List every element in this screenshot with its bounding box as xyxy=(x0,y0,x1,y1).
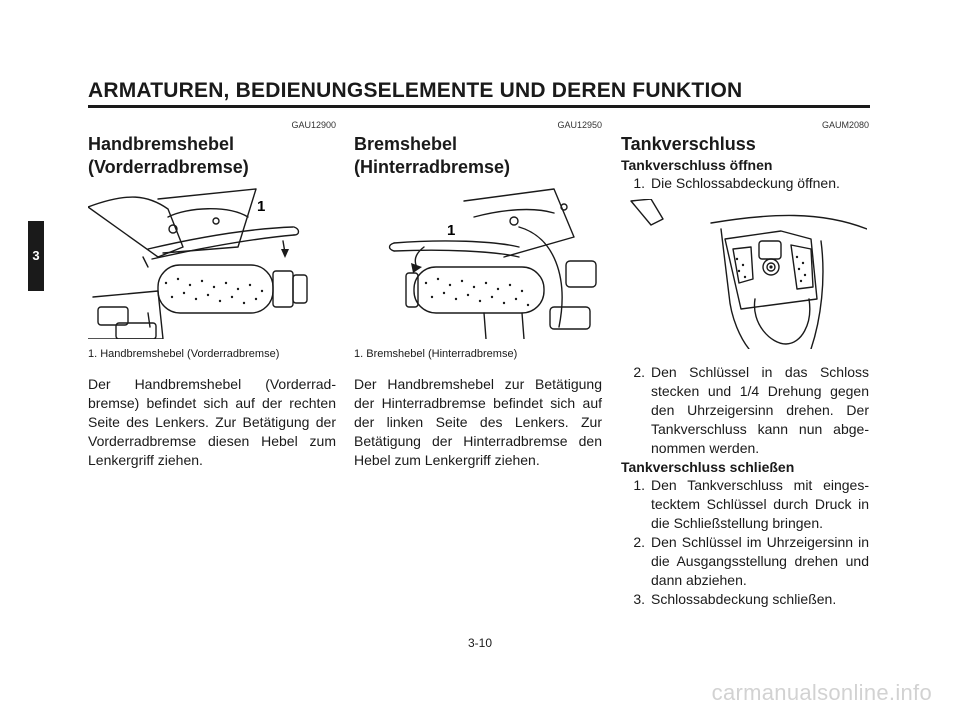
title-line-2: (Hinterradbremse) xyxy=(354,157,511,177)
page-title: ARMATUREN, BEDIENUNGSELEMENTE UND DEREN … xyxy=(88,79,743,102)
section-body: Der Handbremshebel (Vorderrad-bremse) be… xyxy=(88,376,336,468)
header-rule xyxy=(88,105,870,108)
close-heading: Tankverschluss schließen xyxy=(621,459,795,475)
rear-brake-lever-illustration: 1 xyxy=(354,187,600,339)
front-brake-lever-illustration: 1 xyxy=(88,187,334,339)
open-steps-continued: 2. Den Schlüssel in das Schloss stecken … xyxy=(621,363,869,458)
callout-number: 1 xyxy=(447,222,455,239)
fuel-cap-illustration xyxy=(621,199,867,349)
section-code: GAU12950 xyxy=(557,120,602,130)
step-text: Schlossabdeckung schließen. xyxy=(651,591,837,607)
page-header: ARMATUREN, BEDIENUNGSELEMENTE UND DEREN … xyxy=(88,78,870,108)
open-step: 2. Den Schlüssel in das Schloss stecken … xyxy=(621,363,869,458)
handlebar-right-drawing: 1 xyxy=(88,188,308,339)
front-brake-section: GAU12900 Handbremshebel (Vorderradbremse… xyxy=(88,119,336,470)
section-code: GAU12900 xyxy=(291,120,336,130)
handlebar-left-drawing: 1 xyxy=(388,188,597,339)
figure-caption: 1. Bremshebel (Hinterradbremse) xyxy=(354,348,518,360)
figure-caption: 1. Handbremshebel (Vorderradbremse) xyxy=(88,348,280,360)
title-line-2: (Vorderradbremse) xyxy=(88,157,249,177)
fuel-cap-section: GAUM2080 Tankverschluss Tankverschluss ö… xyxy=(621,119,869,609)
close-step: 2. Den Schlüssel im Uhrzeigersinn in die… xyxy=(621,533,869,590)
step-number: 1. xyxy=(633,477,645,493)
section-title: Bremshebel (Hinterradbremse) xyxy=(354,133,602,179)
open-heading: Tankverschluss öffnen xyxy=(621,157,773,173)
fuel-cap-drawing xyxy=(630,199,867,349)
step-number: 1. xyxy=(633,175,645,191)
watermark: carmanualsonline.info xyxy=(711,680,932,705)
title-line-1: Handbremshebel xyxy=(88,134,235,154)
title-line-1: Bremshebel xyxy=(354,134,458,154)
callout-number: 1 xyxy=(257,198,265,215)
step-text: Den Tankverschluss mit einges-tecktem Sc… xyxy=(651,477,869,531)
step-text: Den Schlüssel in das Schloss stecken und… xyxy=(651,364,869,456)
step-text: Die Schlossabdeckung öffnen. xyxy=(651,175,840,191)
page-number: 3-10 xyxy=(467,636,493,650)
step-number: 2. xyxy=(633,364,645,380)
chapter-number: 3 xyxy=(32,248,40,263)
open-step: 1. Die Schlossabdeckung öffnen. xyxy=(621,174,869,193)
section-title: Tankverschluss xyxy=(621,134,756,154)
rear-brake-section: GAU12950 Bremshebel (Hinterradbremse) xyxy=(354,119,602,470)
chapter-tab: 3 xyxy=(28,221,44,291)
section-title: Handbremshebel (Vorderradbremse) xyxy=(88,133,336,179)
step-number: 2. xyxy=(633,534,645,550)
section-code: GAUM2080 xyxy=(821,120,869,130)
step-number: 3. xyxy=(633,591,645,607)
close-step: 3. Schlossabdeckung schließen. xyxy=(621,590,869,609)
step-text: Den Schlüssel im Uhrzeigersinn in die Au… xyxy=(651,534,869,588)
section-body: Der Handbremshebel zur Betätigung der Hi… xyxy=(354,376,602,468)
close-step: 1. Den Tankverschluss mit einges-tecktem… xyxy=(621,476,869,533)
